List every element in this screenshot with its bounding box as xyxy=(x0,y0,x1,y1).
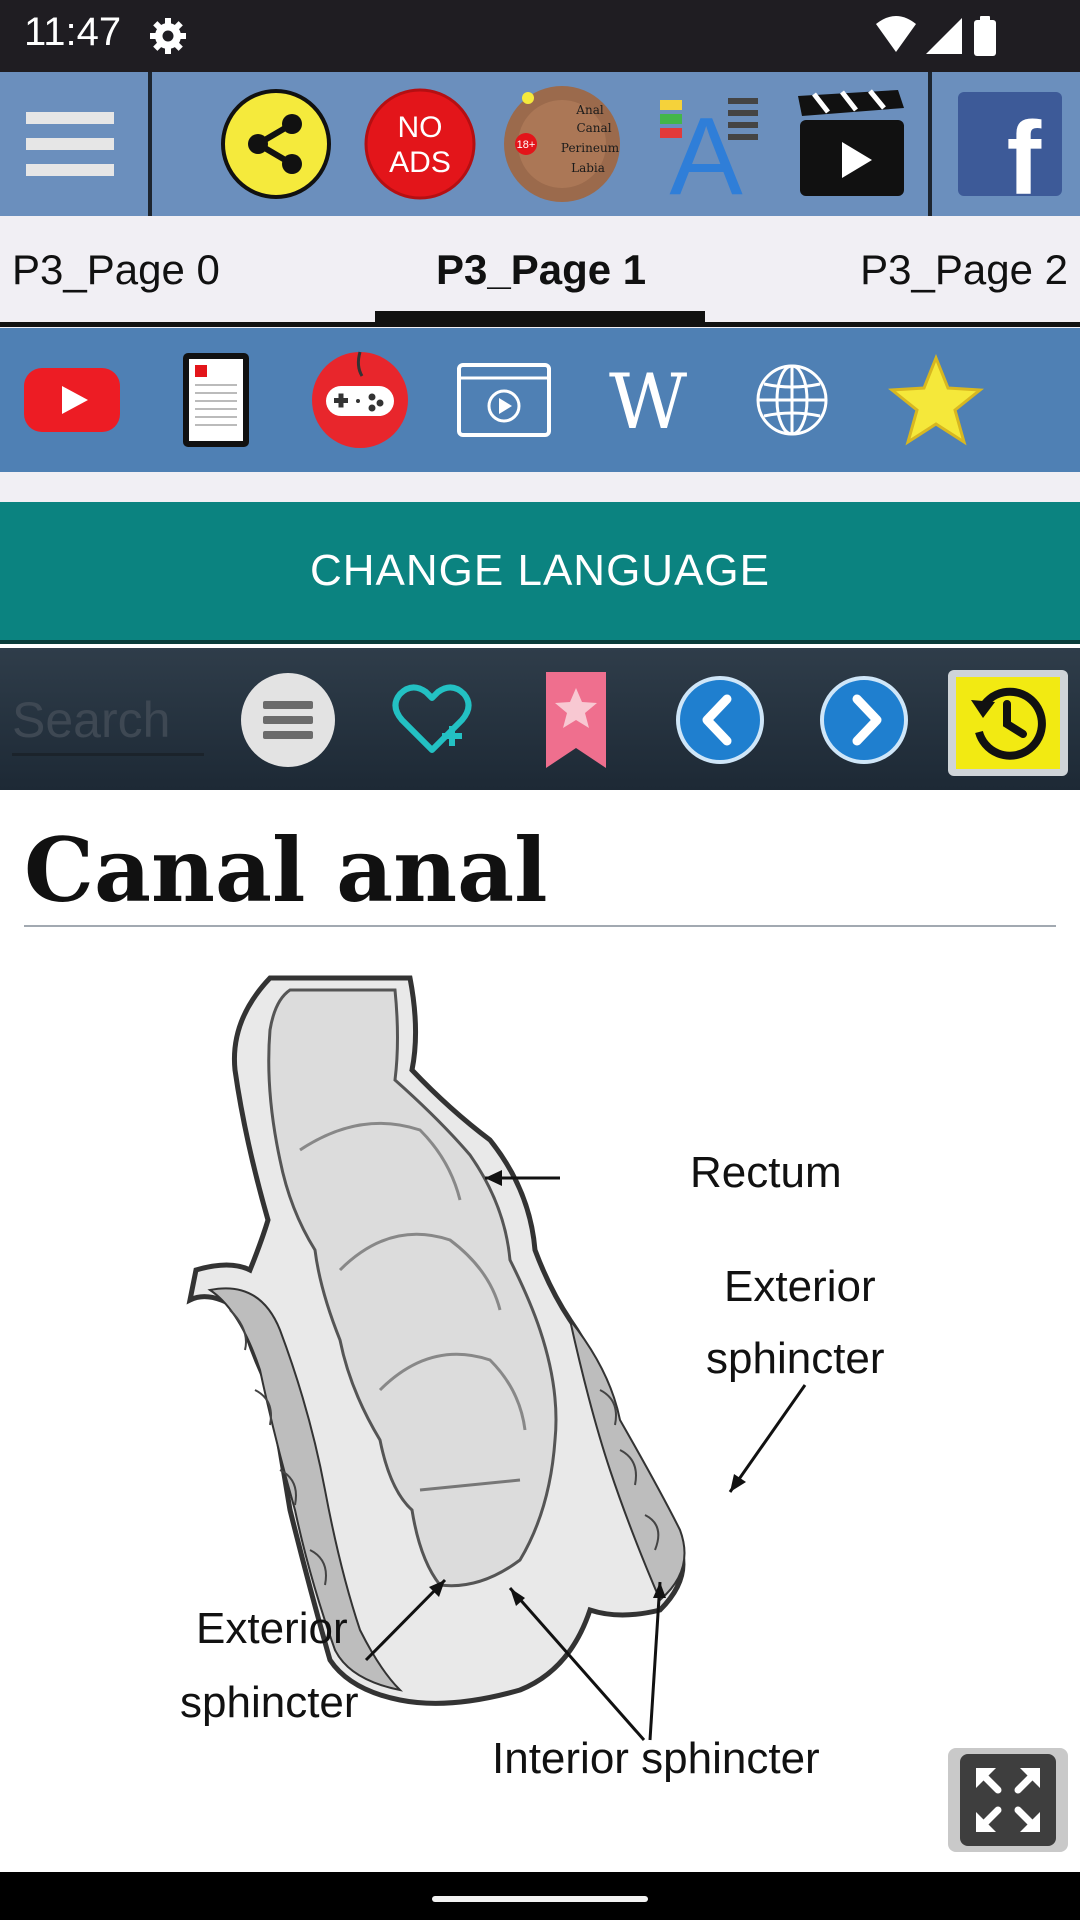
youtube-button[interactable] xyxy=(12,340,132,460)
ebook-button[interactable] xyxy=(156,340,276,460)
chevron-left-icon xyxy=(676,676,764,764)
font-icon-letter: A xyxy=(669,95,743,206)
links-bar: W xyxy=(0,328,1080,472)
search-bar xyxy=(0,648,1080,790)
share-icon xyxy=(221,89,331,199)
tab-page-1[interactable]: P3_Page 1 xyxy=(436,246,647,293)
label-interior-sphincter: Interior sphincter xyxy=(492,1734,820,1783)
wikipedia-letter: W xyxy=(609,360,687,440)
heart-plus-icon xyxy=(392,684,472,753)
label-exterior-right-2: sphincter xyxy=(706,1334,885,1383)
font-size-button[interactable]: A xyxy=(646,82,770,206)
signal-icon xyxy=(926,18,962,54)
video-player-icon xyxy=(457,363,551,437)
anatomy-word-2: Canal xyxy=(576,121,611,135)
fullscreen-button-face xyxy=(960,1754,1056,1846)
no-ads-line2: ADS xyxy=(389,146,451,179)
facebook-icon: f xyxy=(958,92,1062,198)
wikipedia-button[interactable]: W xyxy=(588,340,708,460)
fullscreen-button[interactable] xyxy=(948,1748,1068,1852)
menu-button[interactable] xyxy=(8,82,132,206)
gamepad-icon xyxy=(312,351,408,448)
font-size-icon: A xyxy=(660,95,758,206)
no-ads-button[interactable]: NO ADS xyxy=(358,82,482,206)
top-toolbar: NO ADS 18+ Anal Canal Perineum Labia A xyxy=(0,72,1080,216)
clapperboard-icon xyxy=(798,89,904,196)
page-title: Canal anal xyxy=(24,818,548,922)
bookmark-button[interactable] xyxy=(524,668,628,772)
games-button[interactable] xyxy=(300,340,420,460)
status-time: 11:47 xyxy=(24,10,122,54)
add-favorite-button[interactable] xyxy=(380,668,484,772)
anatomy-word-3: Perineum xyxy=(561,141,620,155)
expand-icon xyxy=(976,1768,1040,1832)
anatomy-topic-button[interactable]: 18+ Anal Canal Perineum Labia xyxy=(500,82,624,206)
history-button[interactable] xyxy=(948,670,1068,776)
change-language-button[interactable]: CHANGE LANGUAGE xyxy=(0,502,1080,644)
status-icons xyxy=(876,16,996,56)
video-button[interactable] xyxy=(790,82,914,206)
facebook-button[interactable]: f xyxy=(948,82,1072,206)
tab-page-2[interactable]: P3_Page 2 xyxy=(860,246,1068,293)
no-ads-line1: NO xyxy=(398,111,443,144)
toolbar-separator xyxy=(928,72,932,216)
wifi-icon xyxy=(876,16,916,52)
facebook-letter: f xyxy=(1007,101,1042,198)
label-exterior-left-1: Exterior xyxy=(196,1604,348,1653)
chevron-right-icon xyxy=(820,676,908,764)
anatomy-word-1: Anal xyxy=(575,103,604,117)
label-exterior-right-1: Exterior xyxy=(724,1262,876,1311)
web-button[interactable] xyxy=(732,340,852,460)
anatomy-word-4: Labia xyxy=(571,161,605,175)
status-bar: 11:47 xyxy=(0,0,1080,72)
no-ads-icon: NO ADS xyxy=(364,88,476,200)
settings-gear-icon xyxy=(150,18,186,54)
hamburger-menu-icon xyxy=(26,112,114,176)
list-menu-icon xyxy=(241,673,335,767)
search-input[interactable] xyxy=(12,686,204,756)
next-button[interactable] xyxy=(812,668,916,772)
youtube-icon xyxy=(24,368,120,432)
list-menu-button[interactable] xyxy=(236,668,340,772)
favorites-button[interactable] xyxy=(876,340,996,460)
age-badge: 18+ xyxy=(517,139,536,151)
toolbar-separator xyxy=(148,72,152,216)
anal-canal-diagram: Rectum Exterior sphincter Exterior sphin… xyxy=(150,970,930,1800)
label-exterior-left-2: sphincter xyxy=(180,1678,359,1727)
share-button[interactable] xyxy=(214,82,338,206)
spacer xyxy=(0,472,1080,502)
home-gesture-handle[interactable] xyxy=(432,1896,648,1902)
battery-icon xyxy=(974,16,996,56)
star-icon xyxy=(888,354,984,446)
label-rectum: Rectum xyxy=(690,1148,842,1197)
anatomy-thumbnail-icon: 18+ Anal Canal Perineum Labia xyxy=(504,86,620,202)
video-player-button[interactable] xyxy=(444,340,564,460)
wikipedia-icon: W xyxy=(609,360,687,440)
globe-icon xyxy=(756,364,828,436)
page-tabs: P3_Page 0 P3_Page 1 P3_Page 2 xyxy=(0,216,1080,328)
previous-button[interactable] xyxy=(668,668,772,772)
history-button-face xyxy=(956,677,1060,769)
history-icon xyxy=(971,687,1046,760)
title-divider xyxy=(24,925,1056,927)
tab-page-0[interactable]: P3_Page 0 xyxy=(12,246,220,293)
anal-canal-illustration xyxy=(186,975,807,1741)
bookmark-star-icon xyxy=(546,672,606,768)
active-tab-indicator xyxy=(375,311,705,325)
ebook-reader-icon xyxy=(183,353,249,447)
